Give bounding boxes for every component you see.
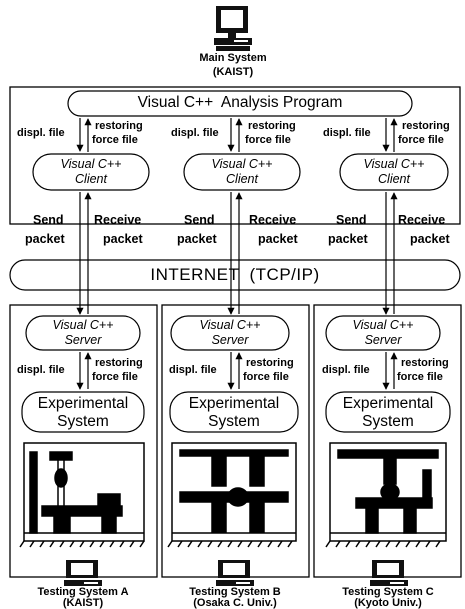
send-packet-c-line2: packet xyxy=(328,232,368,246)
client-a-displ-label: displ. file xyxy=(17,127,65,139)
server-a-restoring-label: restoring xyxy=(95,357,143,369)
client-a-label-line1: Visual C++ xyxy=(60,157,122,171)
testing-system-c-computer-icon xyxy=(370,560,408,586)
testing-system-b-title: Testing System B xyxy=(189,586,281,598)
experimental-c-box xyxy=(325,391,451,433)
internet-band xyxy=(9,259,461,291)
testing-system-a-title: Testing System A xyxy=(37,586,129,598)
client-c-box xyxy=(339,153,449,191)
client-a-box xyxy=(32,153,150,191)
packet-arrows xyxy=(76,192,398,315)
client-b-displ-label: displ. file xyxy=(171,127,219,139)
testing-system-c-title: Testing System C xyxy=(342,586,434,598)
send-packet-b-line2: packet xyxy=(177,232,217,246)
client-c-restoring-label: restoring xyxy=(402,120,450,132)
client-c-force-file-label: force file xyxy=(398,134,444,146)
server-b-displ-label: displ. file xyxy=(169,364,217,376)
main-system-frame xyxy=(9,86,461,225)
testing-system-a-computer-icon xyxy=(64,560,102,586)
server-c-displ-label: displ. file xyxy=(322,364,370,376)
testing-system-b-org: (Osaka C. Univ.) xyxy=(193,597,277,609)
server-c-label-line2: Server xyxy=(364,333,402,347)
client-c-label-line2: Client xyxy=(378,172,410,186)
test-rig-b-icon xyxy=(167,442,297,548)
receive-packet-a-line2: packet xyxy=(103,232,143,246)
experimental-c-line1: Experimental xyxy=(342,395,434,412)
analysis-program-label: Visual C++ Analysis Program xyxy=(137,94,343,111)
experimental-a-box xyxy=(21,391,145,433)
client-b-label-line2: Client xyxy=(226,172,258,186)
receive-packet-b-line1: Receive xyxy=(249,213,297,227)
server-a-label-line1: Visual C++ xyxy=(52,318,114,332)
internet-label: INTERNET (TCP/IP) xyxy=(150,265,320,284)
server-b-label-line2: Server xyxy=(211,333,249,347)
client-a-label-line2: Client xyxy=(75,172,107,186)
server-a-box xyxy=(25,315,141,351)
server-c-box xyxy=(325,315,441,351)
experimental-c-line2: System xyxy=(362,413,414,430)
server-a-displ-label: displ. file xyxy=(17,364,65,376)
server-b-force-file-label: force file xyxy=(243,371,289,383)
test-rig-a-icon xyxy=(19,442,145,548)
send-packet-a-line2: packet xyxy=(25,232,65,246)
server-b-label-line1: Visual C++ xyxy=(199,318,261,332)
experimental-b-line1: Experimental xyxy=(188,395,280,412)
client-c-label-line1: Visual C++ xyxy=(363,157,425,171)
send-packet-a-line1: Send xyxy=(33,213,64,227)
client-a-restoring-label: restoring xyxy=(95,120,143,132)
server-a-label-line2: Server xyxy=(64,333,102,347)
server-file-arrows xyxy=(76,352,398,390)
main-system-title: Main System xyxy=(199,52,267,64)
experimental-b-line2: System xyxy=(208,413,260,430)
client-a-force-file-label: force file xyxy=(92,134,138,146)
receive-packet-c-line1: Receive xyxy=(398,213,446,227)
experimental-a-line2: System xyxy=(57,413,109,430)
server-c-restoring-label: restoring xyxy=(401,357,449,369)
server-c-force-file-label: force file xyxy=(397,371,443,383)
client-b-label-line1: Visual C++ xyxy=(211,157,273,171)
server-b-box xyxy=(170,315,290,351)
main-system-org: (KAIST) xyxy=(212,66,254,78)
analysis-program-box xyxy=(67,90,413,117)
client-b-force-file-label: force file xyxy=(245,134,291,146)
main-system-computer-icon xyxy=(214,6,252,51)
experimental-b-box xyxy=(169,391,299,433)
client-b-restoring-label: restoring xyxy=(248,120,296,132)
client-file-arrows xyxy=(76,118,398,152)
send-packet-b-line1: Send xyxy=(184,213,215,227)
send-packet-c-line1: Send xyxy=(336,213,367,227)
testing-system-c-org: (Kyoto Univ.) xyxy=(354,597,422,609)
client-c-displ-label: displ. file xyxy=(323,127,371,139)
test-rig-c-icon xyxy=(325,442,447,548)
testing-system-a-org: (KAIST) xyxy=(62,597,104,609)
receive-packet-a-line1: Receive xyxy=(94,213,142,227)
server-c-label-line1: Visual C++ xyxy=(352,318,414,332)
receive-packet-c-line2: packet xyxy=(410,232,450,246)
experimental-a-line1: Experimental xyxy=(37,395,129,412)
server-a-force-file-label: force file xyxy=(92,371,138,383)
client-b-box xyxy=(183,153,301,191)
server-b-restoring-label: restoring xyxy=(246,357,294,369)
testing-system-b-computer-icon xyxy=(216,560,254,586)
receive-packet-b-line2: packet xyxy=(258,232,298,246)
